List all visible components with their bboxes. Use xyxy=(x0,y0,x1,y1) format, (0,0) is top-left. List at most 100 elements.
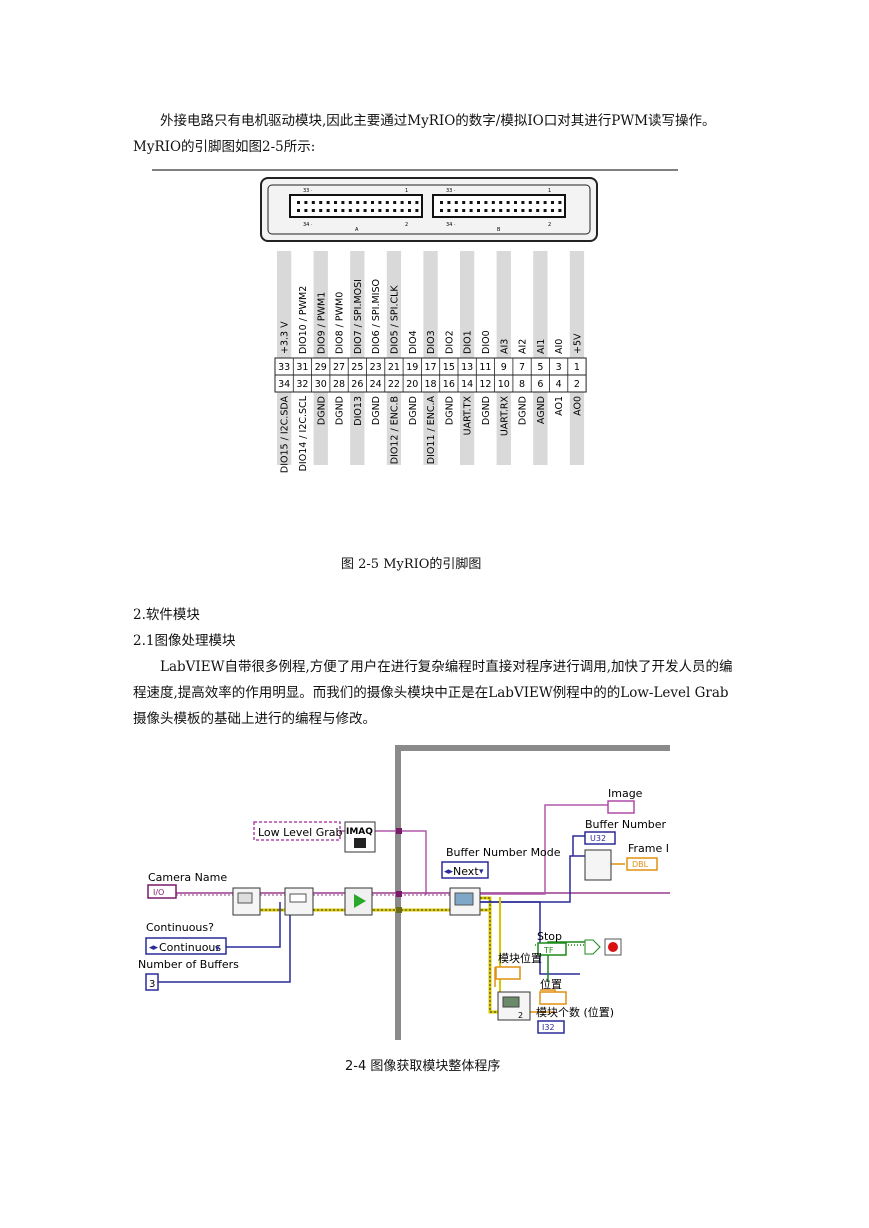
bottom-pin-number: 2 xyxy=(574,379,580,390)
top-pin-number: 25 xyxy=(351,362,363,373)
top-pin-number: 9 xyxy=(501,362,507,373)
buffer-number-mode-label: Buffer Number Mode xyxy=(446,846,561,859)
tf-tag: TF xyxy=(543,946,554,955)
bottom-pin-number: 30 xyxy=(315,379,327,390)
module-count-label: 模块个数 (位置) xyxy=(536,1005,614,1019)
top-pin-number: 33 xyxy=(278,362,290,373)
top-pin-number: 15 xyxy=(443,362,455,373)
bottom-pin-label: UART.RX xyxy=(499,396,510,437)
port-a-label: A xyxy=(355,227,359,233)
figure2-caption: 2-4 图像获取模块整体程序 xyxy=(345,1059,501,1074)
bottom-pin-number: 6 xyxy=(537,379,543,390)
bottom-pin-label: DGND xyxy=(316,396,327,425)
position-label: 位置 xyxy=(540,977,562,991)
top-pin-number: 29 xyxy=(315,362,327,373)
top-pin-number: 21 xyxy=(388,362,400,373)
top-pin-label: DIO2 xyxy=(444,330,455,354)
frame-label: Frame I xyxy=(628,842,669,855)
paragraph-labview: LabVIEW自带很多例程,方便了用户在进行复杂编程时直接对程序进行调用,加快了… xyxy=(133,659,733,727)
top-pin-number: 13 xyxy=(461,362,473,373)
continuous-value: Continuous xyxy=(159,941,221,954)
chevron-down-icon: ▾ xyxy=(215,944,220,954)
myrio-pinout-figure: 33 · 33 · 34 · 34 · 1 2 1 2 A B +3.3 V DI… xyxy=(152,169,678,473)
or-function-icon xyxy=(584,939,601,955)
top-pin-number: 7 xyxy=(519,362,525,373)
header-a-bottom-label: 34 · xyxy=(303,222,313,228)
iteration-count: 2 xyxy=(518,1011,523,1020)
bottom-pin-number: 34 xyxy=(278,379,290,390)
chevron-down-icon: ▾ xyxy=(479,867,484,877)
buffer-number-indicator xyxy=(584,831,616,845)
bottom-pin-label: UART.TX xyxy=(463,396,474,436)
top-pin-label: AI0 xyxy=(554,339,565,354)
top-pin-number: 17 xyxy=(425,362,437,373)
top-pin-label: +3.3 V xyxy=(280,321,291,354)
header-b-top-label: 33 · xyxy=(446,188,456,194)
bottom-pin-number: 12 xyxy=(479,379,491,390)
labview-block-diagram: Low Level Grab IMAQ Camera Name I/O Cont… xyxy=(138,745,670,1040)
bottom-pin-number: 14 xyxy=(461,379,473,390)
bottom-pin-number: 20 xyxy=(406,379,418,390)
low-level-grab-constant xyxy=(253,821,341,841)
number-of-buffers-control[interactable] xyxy=(145,973,159,991)
bottom-pin-label: DIO11 / ENC.A xyxy=(426,396,437,465)
top-pin-label: DIO10 / PWM2 xyxy=(298,286,309,354)
bottom-pin-number: 28 xyxy=(333,379,345,390)
module-position-label: 模块位置 xyxy=(498,951,542,965)
bottom-pin-label: DGND xyxy=(518,396,529,425)
bottom-pin-label: AO0 xyxy=(572,396,583,416)
header-b-end2: 2 xyxy=(548,222,551,228)
top-pin-label: AI3 xyxy=(499,339,510,354)
module-count-indicator xyxy=(537,1020,565,1034)
i32-tag: I32 xyxy=(542,1023,555,1032)
top-pin-label: DIO7 / SPI.MOSI xyxy=(353,279,364,354)
image-label: Image xyxy=(608,787,643,800)
bottom-pin-number: 4 xyxy=(556,379,562,390)
continuous-question-label: Continuous? xyxy=(146,921,214,934)
io-tag: I/O xyxy=(153,888,164,897)
top-pin-label: DIO3 xyxy=(426,330,437,354)
continuous-dropdown[interactable] xyxy=(145,937,227,955)
paragraph-intro: 外接电路只有电机驱动模块,因此主要通过MyRIO的数字/模拟IO口对其进行PWM… xyxy=(133,113,716,155)
while-loop-frame xyxy=(395,745,670,1040)
connector-housing: 33 · 33 · 34 · 34 · 1 2 1 2 A B xyxy=(260,177,598,242)
module-position-control[interactable] xyxy=(495,966,521,980)
header-b-bottom-label: 34 · xyxy=(446,222,456,228)
top-pin-number: 19 xyxy=(406,362,418,373)
top-pin-number: 31 xyxy=(296,362,308,373)
low-level-grab-label: Low Level Grab xyxy=(258,826,342,839)
top-pin-number: 5 xyxy=(537,362,543,373)
buffer-mode-value: Next xyxy=(453,865,479,878)
top-pin-label: DIO9 / PWM1 xyxy=(316,292,327,354)
top-pin-label: AI1 xyxy=(536,339,547,354)
bottom-pin-label: DGND xyxy=(408,396,419,425)
bottom-pin-number: 16 xyxy=(443,379,455,390)
buffer-number-mode-dropdown[interactable] xyxy=(441,861,489,879)
bottom-pin-number: 10 xyxy=(498,379,510,390)
bottom-pin-label: DGND xyxy=(444,396,455,425)
header-b-end1: 1 xyxy=(548,188,551,194)
imaq-label: IMAQ xyxy=(346,827,373,837)
top-pin-label: DIO4 xyxy=(408,330,419,354)
top-pin-label: DIO8 / PWM0 xyxy=(335,292,346,354)
top-pin-label: DIO6 / SPI.MISO xyxy=(371,279,382,354)
top-pin-number: 3 xyxy=(556,362,562,373)
bottom-pin-label: DIO13 xyxy=(353,396,364,426)
bottom-pin-label: AGND xyxy=(536,396,547,424)
section-heading: 2.软件模块 xyxy=(133,607,200,623)
bottom-pin-label: DIO12 / ENC.B xyxy=(389,396,400,464)
stop-label: Stop xyxy=(537,930,562,943)
header-a-end2: 2 xyxy=(405,222,408,228)
number-of-buffers-value: 3 xyxy=(149,979,155,990)
bottom-pin-label: DIO14 / I2C.SCL xyxy=(298,395,309,471)
header-a-end1: 1 xyxy=(405,188,408,194)
image-indicator xyxy=(607,800,635,814)
stop-control[interactable] xyxy=(537,942,567,956)
top-pin-number: 1 xyxy=(574,362,580,373)
figure1-caption: 图 2-5 MyRIO的引脚图 xyxy=(341,557,482,572)
bottom-pin-number: 26 xyxy=(351,379,363,390)
camera-name-control[interactable] xyxy=(147,884,177,899)
top-pin-label: DIO5 / SPI.CLK xyxy=(389,285,400,354)
bottom-pin-label: AO1 xyxy=(554,396,565,416)
